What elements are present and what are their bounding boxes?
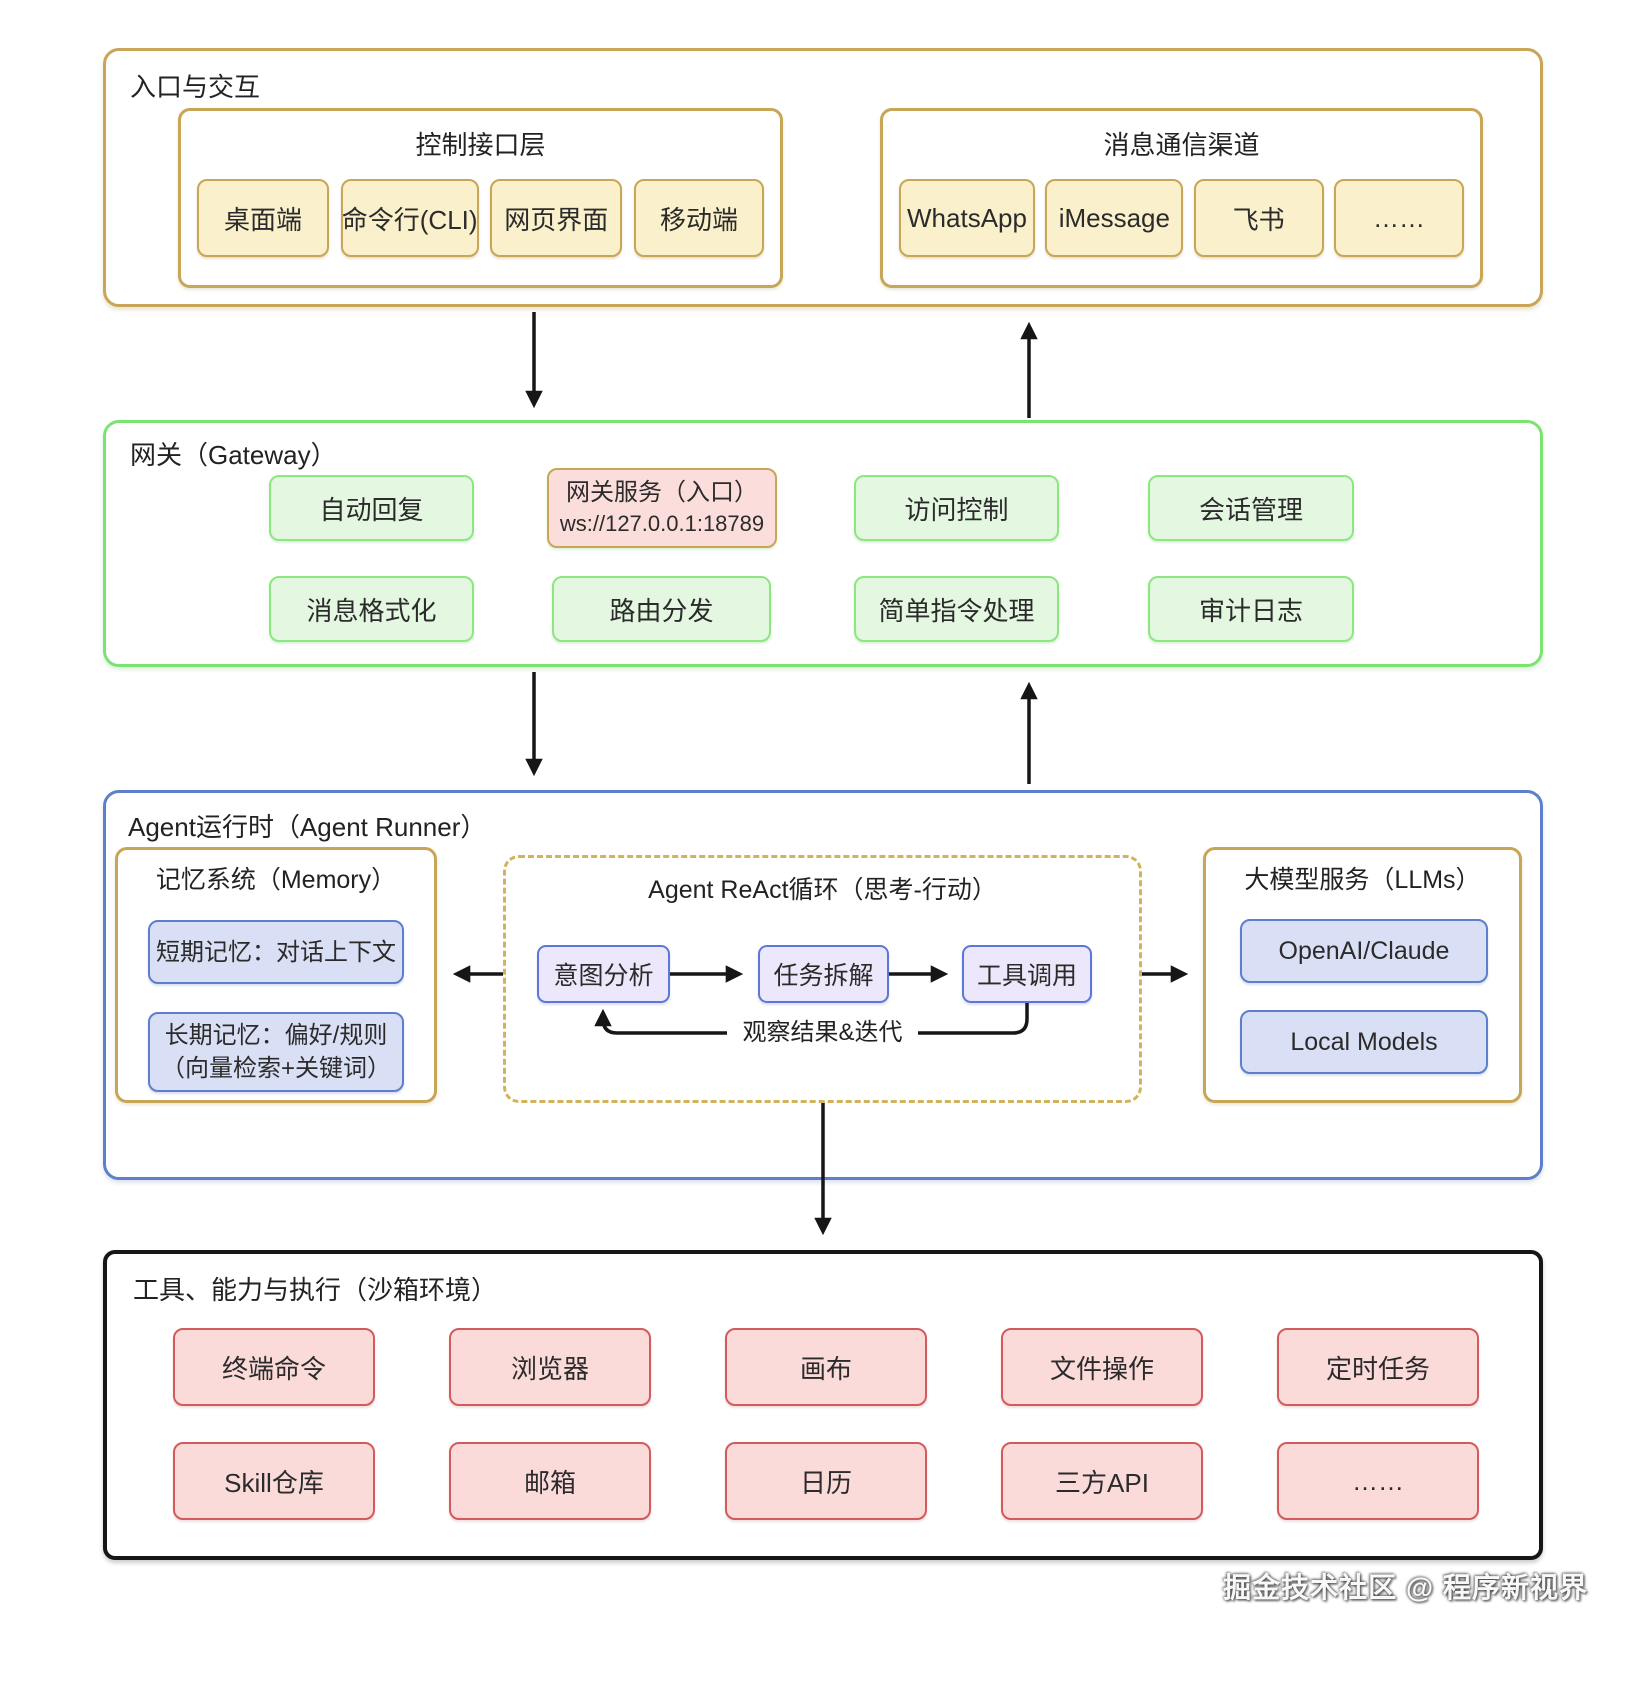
section-entry-title: 入口与交互 [130, 72, 261, 102]
node-more-channels: …… [1333, 179, 1464, 257]
section-agent-title: Agent运行时（Agent Runner） [128, 812, 487, 842]
long-term-memory-line2: （向量检索+关键词） [160, 1055, 391, 1082]
node-calendar: 日历 [725, 1442, 927, 1520]
node-more-tools: …… [1277, 1442, 1479, 1520]
node-short-term-memory: 短期记忆：对话上下文 [148, 920, 404, 984]
short-term-memory-label: 短期记忆：对话上下文 [156, 938, 396, 966]
loop-label: 观察结果&迭代 [732, 1018, 913, 1048]
node-desktop: 桌面端 [197, 179, 329, 257]
llm-title: 大模型服务（LLMs） [1244, 866, 1481, 894]
node-imessage: iMessage [1045, 179, 1184, 257]
node-email: 邮箱 [449, 1442, 651, 1520]
gw-node-session-management: 会话管理 [1148, 475, 1354, 541]
node-tool-call: 工具调用 [962, 945, 1092, 1003]
gw-node-simple-command: 简单指令处理 [854, 576, 1059, 642]
node-canvas: 画布 [725, 1328, 927, 1406]
panel-message-title: 消息通信渠道 [1103, 130, 1260, 160]
section-tools-title: 工具、能力与执行（沙箱环境） [133, 1275, 498, 1305]
node-terminal: 终端命令 [173, 1328, 375, 1406]
node-file-ops: 文件操作 [1001, 1328, 1203, 1406]
gw-node-gateway-service: 网关服务（入口） ws://127.0.0.1:18789 [547, 468, 777, 548]
gw-node-access-control: 访问控制 [854, 475, 1059, 541]
gw-node-message-formatting: 消息格式化 [269, 576, 474, 642]
panel-control-interface: 控制接口层 桌面端 命令行(CLI) 网页界面 移动端 [178, 108, 783, 288]
node-task-decompose: 任务拆解 [758, 945, 889, 1003]
node-intent-analysis: 意图分析 [537, 945, 670, 1003]
react-title: Agent ReAct循环（思考-行动） [648, 876, 997, 904]
watermark: 掘金技术社区 @ 程序新视界 [1223, 1572, 1588, 1603]
section-gateway-title: 网关（Gateway） [130, 440, 337, 470]
memory-title: 记忆系统（Memory） [155, 866, 397, 894]
node-local-models: Local Models [1240, 1010, 1488, 1074]
node-cli: 命令行(CLI) [340, 179, 479, 257]
node-openai-claude: OpenAI/Claude [1240, 919, 1488, 983]
panel-control-title: 控制接口层 [415, 130, 546, 160]
node-scheduled-tasks: 定时任务 [1277, 1328, 1479, 1406]
panel-message-channels: 消息通信渠道 WhatsApp iMessage 飞书 …… [880, 108, 1483, 288]
node-long-term-memory: 长期记忆：偏好/规则 （向量检索+关键词） [148, 1012, 404, 1092]
node-browser: 浏览器 [449, 1328, 651, 1406]
node-mobile: 移动端 [633, 179, 764, 257]
node-feishu: 飞书 [1193, 179, 1324, 257]
gw-node-auto-reply: 自动回复 [269, 475, 474, 541]
node-web-ui: 网页界面 [490, 179, 623, 257]
gw-service-title: 网关服务（入口） [566, 479, 758, 506]
node-third-party-api: 三方API [1001, 1442, 1203, 1520]
gw-service-endpoint: ws://127.0.0.1:18789 [559, 511, 765, 536]
node-skill-repo: Skill仓库 [173, 1442, 375, 1520]
gw-node-routing: 路由分发 [552, 576, 771, 642]
gw-node-audit-log: 审计日志 [1148, 576, 1354, 642]
node-whatsapp: WhatsApp [899, 179, 1035, 257]
long-term-memory-line1: 长期记忆：偏好/规则 [164, 1022, 388, 1049]
